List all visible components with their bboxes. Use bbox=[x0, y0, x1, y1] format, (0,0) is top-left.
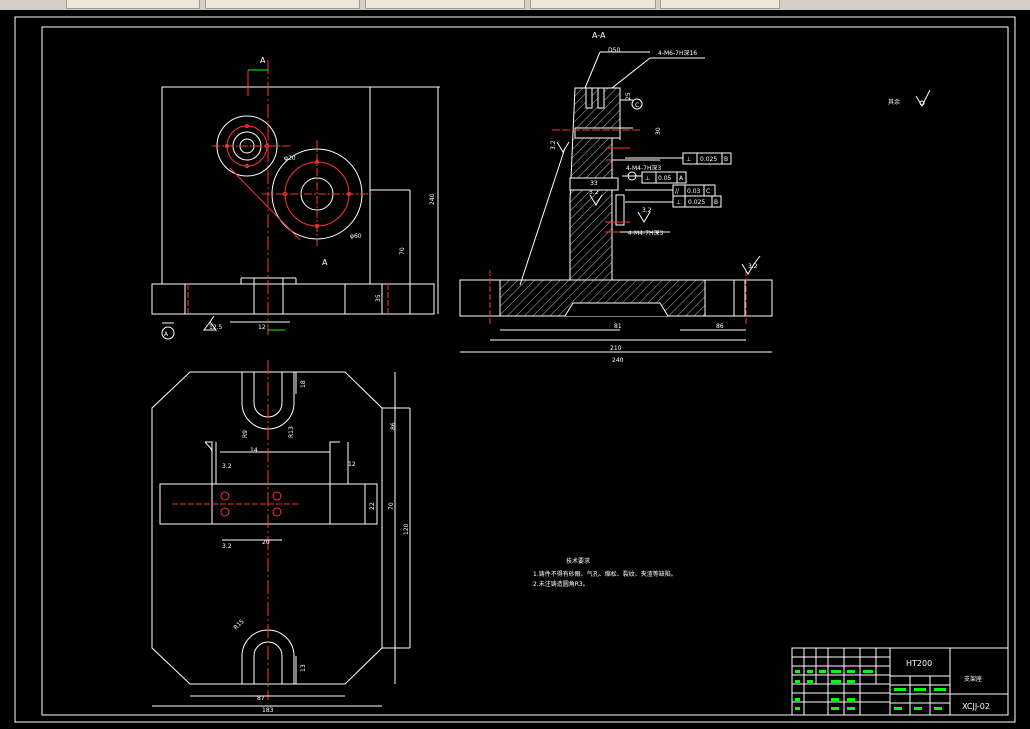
dim-r13: R13 bbox=[288, 426, 295, 438]
dim-13: 13 bbox=[300, 664, 307, 672]
gdt-perp-0025-datum: B bbox=[714, 199, 718, 206]
section-view-aa bbox=[459, 51, 931, 353]
gdt-perp-025-val: 0.025 bbox=[700, 156, 717, 163]
roughness-32-b: 3.2 bbox=[589, 189, 599, 196]
dim-70: 70 bbox=[399, 247, 406, 255]
section-hatched-body bbox=[499, 87, 706, 317]
callout-d50: D50 bbox=[608, 47, 620, 54]
datum-a-label: A bbox=[164, 331, 169, 338]
title-drawing-no: XCJJ-02 bbox=[962, 702, 990, 711]
dim-33: 33 bbox=[590, 180, 598, 187]
sheet-inner-border bbox=[41, 26, 1009, 716]
gdt-perp-005-val: 0.05 bbox=[658, 175, 672, 182]
callout-thread-m6: 4-M6-7H深16 bbox=[658, 49, 697, 57]
front-base-outline bbox=[151, 283, 435, 315]
chrome-tab[interactable] bbox=[66, 0, 200, 9]
dim-30: 30 bbox=[655, 127, 662, 135]
roughness-32-c: 3.2 bbox=[642, 207, 652, 214]
dim-14: 14 bbox=[250, 447, 258, 454]
dim-12b: 12 bbox=[348, 461, 356, 468]
chrome-tab[interactable] bbox=[660, 0, 780, 9]
title-part-name: 支架座 bbox=[964, 675, 982, 683]
dim-25: 25 bbox=[625, 92, 632, 100]
dim-20: 20 bbox=[262, 539, 270, 546]
dim-70b: 70 bbox=[388, 502, 395, 510]
dim-240: 240 bbox=[612, 357, 624, 364]
dim-210: 210 bbox=[610, 345, 622, 352]
roughness-32-e: 3.2 bbox=[222, 463, 232, 470]
other-finish: 其余 bbox=[888, 98, 900, 106]
sheet-outer-border bbox=[14, 16, 1016, 723]
dim-86: 86 bbox=[716, 323, 724, 330]
gdt-perp-0025-sym: ⊥ bbox=[676, 199, 681, 206]
dim-phi60: φ60 bbox=[350, 233, 362, 240]
title-material: HT200 bbox=[906, 659, 932, 668]
dim-183: 183 bbox=[262, 707, 274, 714]
gdt-perp-005-datum: A bbox=[679, 175, 684, 182]
cut-mark-bottom: A bbox=[322, 258, 328, 267]
dim-12-front: 12 bbox=[258, 324, 266, 331]
roughness-symbol bbox=[203, 315, 217, 331]
dim-18: 18 bbox=[300, 380, 307, 388]
gdt-par-003-datum: C bbox=[706, 188, 710, 195]
dim-r15: R15 bbox=[232, 618, 245, 631]
chrome-tab[interactable] bbox=[530, 0, 656, 9]
dim-81: 81 bbox=[614, 323, 622, 330]
gdt-par-003-val: 0.03 bbox=[687, 188, 701, 195]
callout-thread-m4-top: 4-M4-7H深3 bbox=[626, 164, 661, 172]
chrome-tab[interactable] bbox=[205, 0, 360, 9]
title-block-tiny-text bbox=[795, 670, 946, 710]
datum-c: C bbox=[635, 102, 639, 109]
roughness-32-a: 3.2 bbox=[550, 140, 557, 150]
dim-r9: R9 bbox=[242, 430, 249, 438]
cad-drawing[interactable]: A A φ60 φ20 70 240 35 12 A 12.5 bbox=[0, 10, 1030, 729]
drawing-canvas[interactable]: A A φ60 φ20 70 240 35 12 A 12.5 bbox=[0, 10, 1030, 729]
gdt-perp-0025-val: 0.025 bbox=[688, 199, 705, 206]
section-label: A-A bbox=[592, 31, 606, 40]
datum-a-symbol bbox=[161, 326, 175, 340]
title-block bbox=[791, 647, 1009, 716]
roughness-32-d: 3.2 bbox=[748, 263, 758, 270]
gdt-perp-005-sym: ⊥ bbox=[645, 175, 650, 182]
dim-86b: 86 bbox=[390, 422, 397, 430]
dim-phi20: φ20 bbox=[284, 155, 296, 162]
callout-thread-m4-bottom: 4-M4-7H深3 bbox=[628, 229, 663, 237]
front-view bbox=[151, 60, 440, 335]
chrome-tab[interactable] bbox=[365, 0, 525, 9]
dim-87: 87 bbox=[257, 695, 265, 702]
gdt-par-003-sym: // bbox=[675, 188, 680, 195]
roughness-125: 12.5 bbox=[209, 324, 223, 331]
gdt-perp-025-datum: B bbox=[724, 156, 728, 163]
dim-120: 120 bbox=[403, 523, 410, 535]
top-view-outline bbox=[151, 371, 383, 685]
tech-req-2: 2.未注铸造圆角R3。 bbox=[533, 580, 589, 588]
top-view bbox=[151, 360, 411, 707]
cut-mark-top: A bbox=[260, 56, 266, 65]
roughness-32-f: 3.2 bbox=[222, 543, 232, 550]
dim-22: 22 bbox=[369, 502, 376, 510]
front-plate-outline bbox=[161, 86, 371, 285]
tech-req-1: 1.铸件不得有砂眼、气孔、缩松、裂纹、夹渣等缺陷。 bbox=[533, 570, 677, 578]
dim-35: 35 bbox=[375, 294, 382, 302]
dim-240v: 240 bbox=[429, 193, 436, 205]
gdt-perp-025-sym: ⊥ bbox=[686, 156, 691, 163]
tech-title: 技术要求 bbox=[566, 557, 590, 565]
